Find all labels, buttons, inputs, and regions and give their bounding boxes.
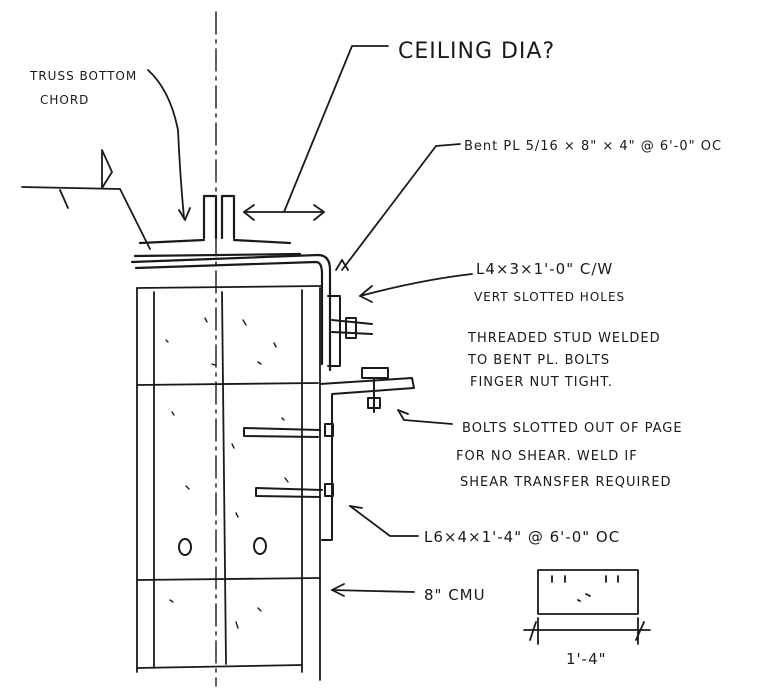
label-bolts-line3: SHEAR TRANSFER REQUIRED — [460, 475, 672, 490]
weld-symbol — [21, 149, 151, 250]
label-bolts-line2: FOR NO SHEAR. WELD IF — [456, 449, 638, 464]
label-stud-line2: TO BENT PL. BOLTS — [467, 353, 610, 368]
label-truss-line2: CHORD — [40, 93, 89, 107]
cmu-grout-holes — [178, 537, 267, 556]
cmu-wall — [136, 285, 323, 681]
label-ceiling: CEILING DIA? — [398, 39, 555, 64]
bent-plate — [130, 253, 332, 372]
plan-view-angle — [523, 569, 651, 645]
label-stud-line1: THREADED STUD WELDED — [467, 331, 661, 346]
cmu-stipple — [165, 317, 289, 629]
label-bolts-line1: BOLTS SLOTTED OUT OF PAGE — [462, 421, 683, 436]
label-bent-plate: Bent PL 5/16 × 8" × 4" @ 6'-0" OC — [464, 139, 722, 154]
truss-chord-section — [133, 194, 302, 258]
label-angle-top-line2: VERT SLOTTED HOLES — [474, 290, 625, 304]
leader-lines — [147, 45, 473, 597]
label-angle-bottom: L6×4×1'-4" @ 6'-0" OC — [424, 528, 620, 546]
label-stud-line3: FINGER NUT TIGHT. — [470, 375, 613, 390]
angle-l6x4 — [243, 367, 415, 541]
label-angle-top-line1: L4×3×1'-0" C/W — [476, 260, 613, 278]
angle-l4x3 — [327, 295, 373, 367]
label-dimension: 1'-4" — [566, 650, 607, 668]
annotations: TRUSS BOTTOM CHORD CEILING DIA? Bent PL … — [29, 39, 722, 668]
label-truss-line1: TRUSS BOTTOM — [29, 69, 137, 83]
label-cmu: 8" CMU — [424, 586, 486, 604]
